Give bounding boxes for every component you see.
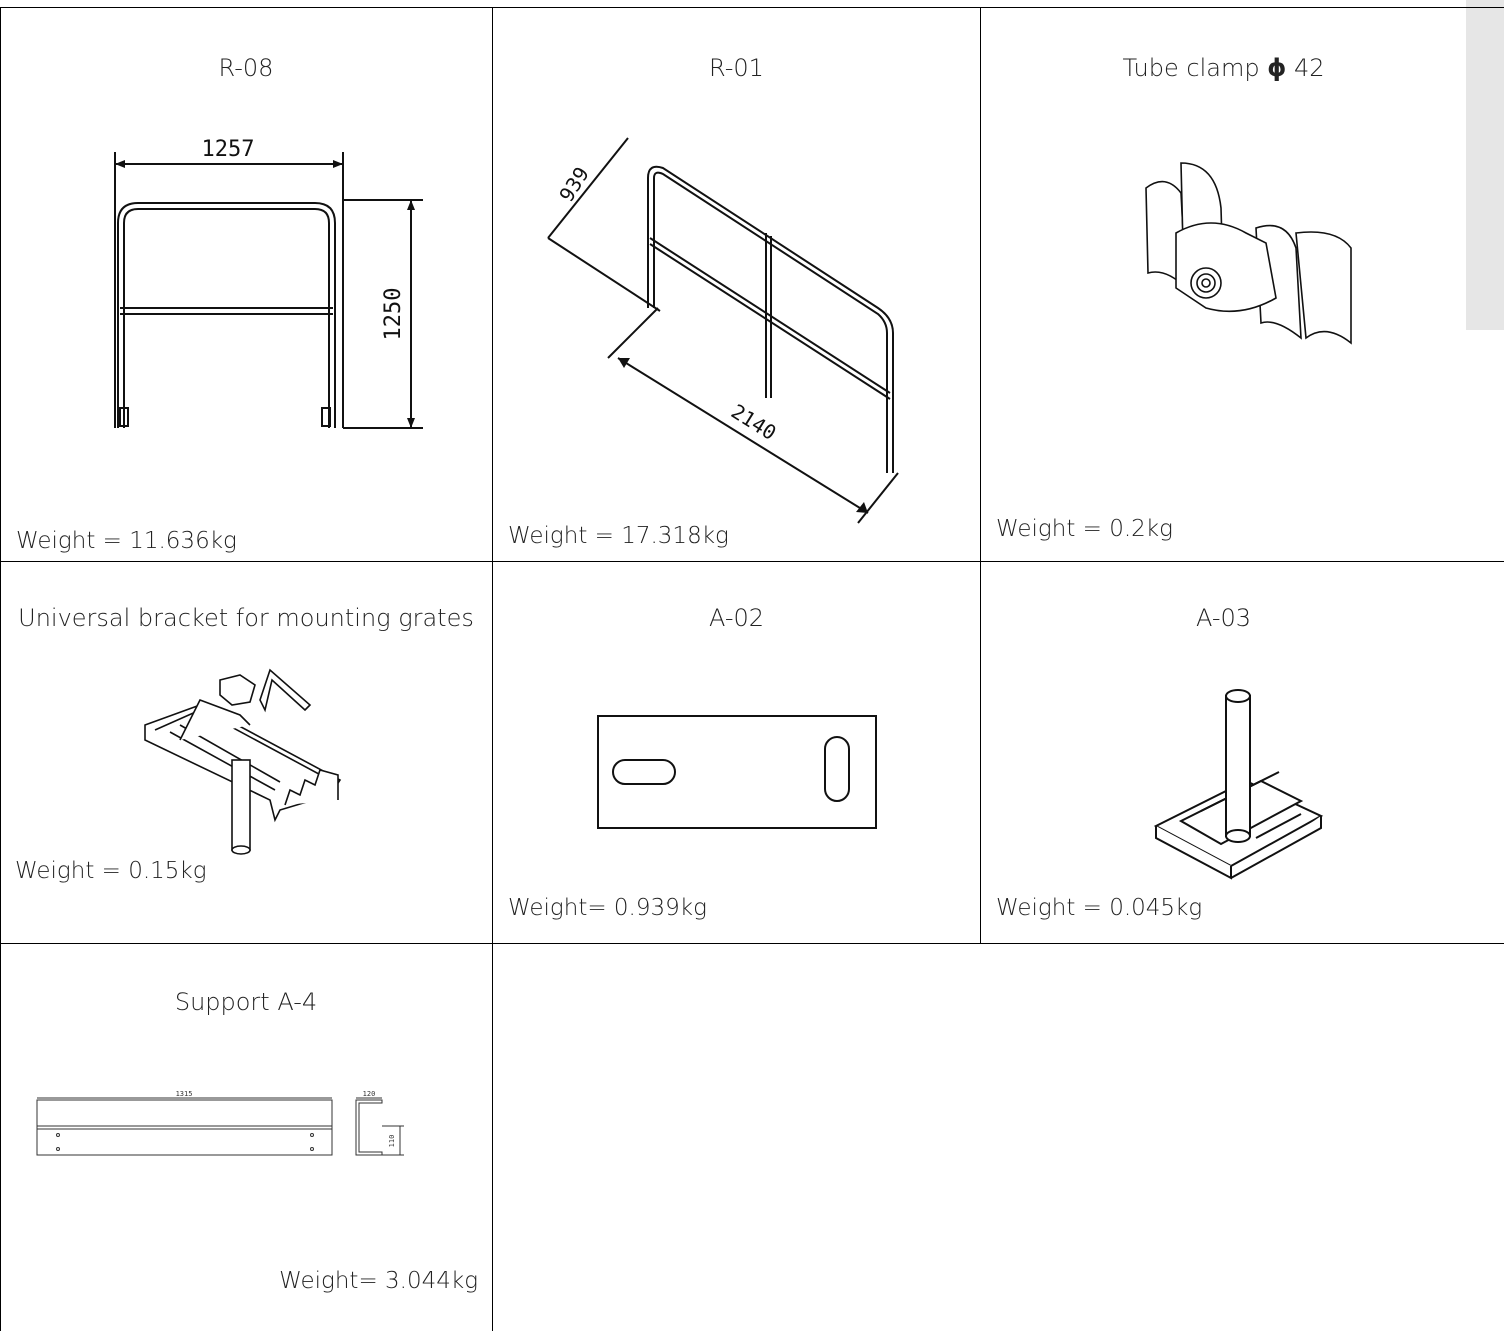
title-symbol: ϕ bbox=[1267, 54, 1287, 82]
product-cell-r01: R-01 939 2140 Weight = 17.318kg bbox=[493, 8, 980, 561]
slotted-plate-icon bbox=[597, 715, 877, 829]
weight-label: Weight = 0.15kg bbox=[15, 858, 207, 884]
dimension-height: 1250 bbox=[381, 288, 406, 341]
scroll-tab[interactable] bbox=[1466, 0, 1504, 330]
dimension-width: 1257 bbox=[202, 137, 255, 162]
weight-label: Weight= 3.044kg bbox=[279, 1268, 478, 1294]
tube-clamp-icon bbox=[1145, 162, 1352, 345]
product-title: A-02 bbox=[708, 604, 765, 632]
dimension-height: 939 bbox=[554, 163, 593, 206]
product-cell-tube-clamp: Tube clamp ϕ 42 Weight = 0.2kg bbox=[981, 8, 1466, 561]
post-base-icon bbox=[1153, 689, 1324, 880]
dimension-height: 110 bbox=[388, 1135, 396, 1148]
row-divider-2 bbox=[0, 943, 1504, 944]
product-title: Support A-4 bbox=[174, 988, 318, 1016]
dimension-length: 2140 bbox=[727, 399, 781, 445]
product-title: Tube clamp ϕ 42 bbox=[981, 54, 1466, 82]
product-title: R-01 bbox=[709, 54, 764, 82]
row-divider-1 bbox=[0, 561, 1504, 562]
table-border-left bbox=[0, 7, 1, 1331]
col-divider-1 bbox=[492, 7, 493, 1331]
product-title: R-08 bbox=[218, 54, 274, 82]
grate-bracket-icon bbox=[144, 668, 342, 855]
product-cell-r08: R-08 1257 1250 Weight = 11.636kg bbox=[0, 8, 492, 561]
product-cell-bracket: Universal bracket for mounting grates We… bbox=[0, 562, 492, 943]
product-title: Universal bracket for mounting grates bbox=[18, 604, 474, 632]
weight-label: Weight = 17.318kg bbox=[508, 523, 729, 549]
title-text: Tube clamp bbox=[1122, 54, 1268, 82]
railing-front-drawing-icon: 1257 1250 bbox=[114, 137, 423, 429]
product-title: A-03 bbox=[1195, 604, 1252, 632]
title-number: 42 bbox=[1286, 54, 1325, 82]
dimension-length: 1315 bbox=[176, 1090, 193, 1098]
weight-label: Weight = 0.2kg bbox=[996, 516, 1173, 542]
col-divider-2 bbox=[980, 7, 981, 944]
weight-label: Weight = 11.636kg bbox=[16, 528, 237, 554]
product-cell-support-a4: Support A-4 1315 120 110 Weight= 3.044kg bbox=[0, 944, 492, 1331]
support-profile-drawing-icon: 1315 120 110 bbox=[36, 1090, 404, 1156]
dimension-width: 120 bbox=[363, 1090, 376, 1098]
table-border-top bbox=[0, 7, 1504, 8]
weight-label: Weight = 0.045kg bbox=[996, 895, 1203, 921]
railing-iso-drawing-icon: 939 2140 bbox=[547, 137, 899, 524]
product-cell-a03: A-03 Weight = 0.045kg bbox=[981, 562, 1504, 943]
weight-label: Weight= 0.939kg bbox=[508, 895, 707, 921]
product-cell-a02: A-02 Weight= 0.939kg bbox=[493, 562, 980, 943]
